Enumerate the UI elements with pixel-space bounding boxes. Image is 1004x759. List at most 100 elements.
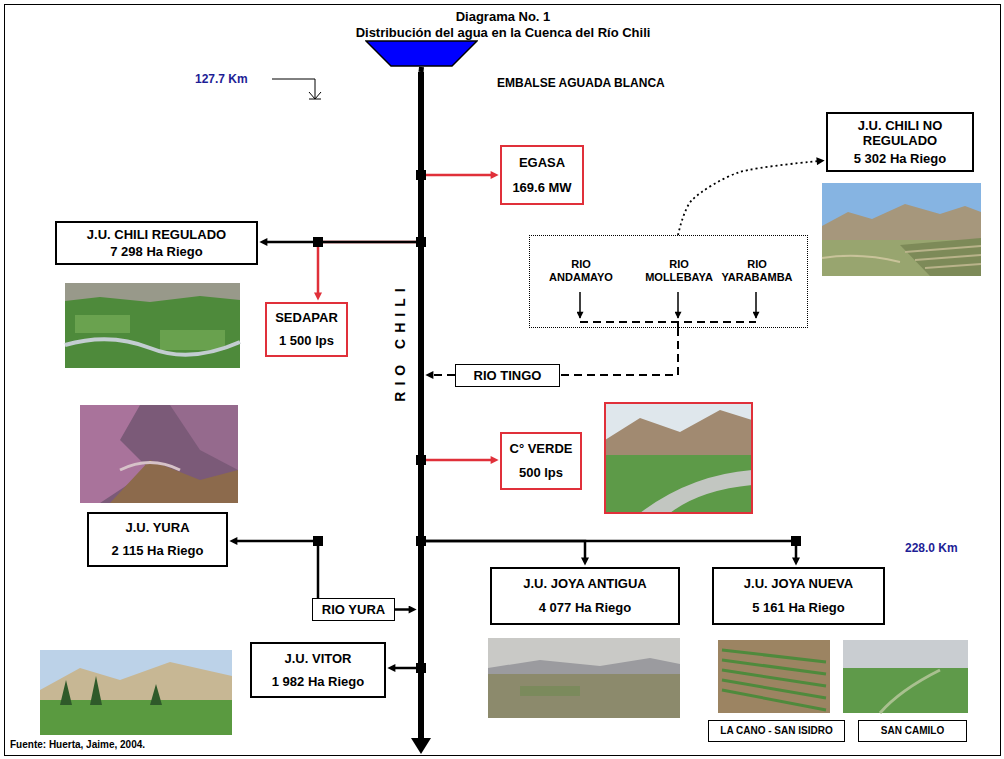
field-photo (880, 670, 940, 713)
hill-photo (80, 405, 238, 503)
field-photo (843, 640, 968, 670)
plain-photo (488, 638, 680, 718)
user-district-box: J.U. CHILI NO REGULADO 5 302 Ha Riego (826, 112, 974, 172)
source-caption: Fuente: Huerta, Jaime, 2004. (10, 739, 145, 751)
valley-photo (605, 455, 752, 513)
reservoir-shape (366, 41, 477, 66)
tributary-flow (678, 161, 819, 235)
photo-caption-box: LA CANO - SAN ISIDRO (708, 720, 845, 742)
orchard-photo (718, 640, 830, 713)
node-heading: RIO TINGO (474, 368, 542, 384)
water-flow (424, 174, 493, 177)
tributary-arrows (755, 292, 757, 318)
node-heading: LA CANO - SAN ISIDRO (720, 725, 832, 737)
node-heading: EGASA (519, 155, 565, 171)
user-district-box: J.U. JOYA NUEVA5 161 Ha Riego (712, 567, 885, 625)
tributary-arrows (677, 292, 679, 318)
river-channel: RIO CHILI (418, 72, 424, 738)
valley-photo (605, 403, 752, 513)
valley-photo (605, 410, 752, 460)
valley-photo (640, 470, 752, 513)
field-photo (900, 238, 981, 276)
node-heading: RIO CHILI (392, 282, 409, 401)
hill-photo (110, 460, 238, 503)
distance-marker (272, 79, 321, 99)
water-flow (235, 541, 318, 598)
tributary-flow (560, 328, 678, 375)
valley-photo (60, 676, 162, 705)
node-value: 1 982 Ha Riego (272, 674, 365, 690)
junction-square (313, 237, 323, 247)
node-heading: J.U. JOYA NUEVA (744, 576, 853, 592)
node-value: 7 298 Ha Riego (110, 244, 203, 260)
user-district-box: J.U. YURA 2 115 Ha Riego (87, 512, 228, 567)
valley-photo (605, 403, 752, 513)
diagram-number: Diagrama No. 1 (456, 9, 551, 25)
river-label-box: RIO TINGO (455, 364, 560, 387)
field-photo (822, 256, 900, 262)
node-heading: RIO ANDAMAYO (549, 258, 613, 284)
distance-marker (272, 79, 315, 98)
user-district-box: J.U. JOYA ANTIGUA 4 077 Ha Riego (490, 567, 680, 625)
field-photo (843, 640, 968, 713)
node-value: 1 500 lps (279, 333, 334, 349)
tributary-group: RIO ANDAMAYORIO MOLLEBAYARIO YARABAMBA (529, 235, 808, 328)
water-flow (424, 541, 585, 560)
tributary-flow (431, 374, 455, 376)
water-flow (265, 241, 418, 244)
photo-caption-box: SAN CAMILO (858, 720, 967, 742)
node-heading: J.U. YURA (125, 520, 189, 536)
field-photo (65, 283, 240, 302)
node-heading: SEDAPAR (275, 310, 338, 326)
outflow-box: EGASA 169.6 MW (500, 145, 584, 205)
valley-photo (40, 700, 232, 735)
junction-square (313, 536, 323, 546)
field-photo (822, 204, 981, 245)
node-heading: J.U. CHILI REGULADO (87, 227, 226, 243)
junction-square (791, 536, 801, 546)
field-photo (65, 339, 240, 355)
node-heading: J.U. VITOR (285, 651, 352, 667)
node-heading: J.U. JOYA ANTIGUA (523, 576, 647, 592)
distance-marker (309, 99, 321, 100)
reservoir: EMBALSE AGUADA BLANCA (365, 40, 478, 67)
field-photo (65, 283, 240, 368)
valley-photo (40, 662, 232, 705)
distance-label: 228.0 Km (905, 541, 958, 555)
river-arrowhead (411, 738, 431, 754)
water-flow (424, 459, 493, 462)
diagram-title: Distribución del agua en la Cuenca del R… (356, 25, 651, 41)
valley-photo (40, 650, 232, 735)
node-value: 5 302 Ha Riego (854, 151, 947, 167)
node-value: 4 077 Ha Riego (539, 600, 632, 616)
node-heading: RIO YURA (322, 602, 385, 618)
water-flow (395, 608, 411, 611)
tributary-arrows (580, 292, 756, 328)
field-photo (160, 330, 225, 350)
user-district-box: J.U. VITOR 1 982 Ha Riego (250, 642, 386, 698)
field-photo (822, 183, 981, 276)
plain-photo (488, 658, 680, 676)
page-frame (5, 5, 1001, 756)
valley-photo (40, 650, 232, 735)
outflow-box: C° VERDE500 lps (500, 432, 582, 490)
node-value: 169.6 MW (512, 180, 571, 196)
field-photo (75, 315, 130, 333)
node-value: 2 115 Ha Riego (112, 543, 204, 559)
hill-photo (170, 405, 238, 470)
water-flow (424, 541, 796, 560)
node-value: RIO YARABAMBA (721, 258, 792, 284)
node-heading: SAN CAMILO (881, 725, 944, 737)
tributary-arrows (579, 292, 581, 318)
river-label-box: RIO YURA (312, 598, 395, 621)
reservoir-shape (365, 40, 478, 67)
water-flow (393, 667, 418, 670)
node-heading: J.U. CHILI NO REGULADO (850, 118, 950, 149)
plain-photo (520, 686, 580, 696)
node-value: 500 lps (519, 465, 563, 481)
user-district-box: J.U. CHILI REGULADO7 298 Ha Riego (55, 221, 258, 265)
plain-photo (488, 638, 680, 718)
distance-marker (309, 92, 321, 99)
hill-photo (80, 405, 238, 503)
